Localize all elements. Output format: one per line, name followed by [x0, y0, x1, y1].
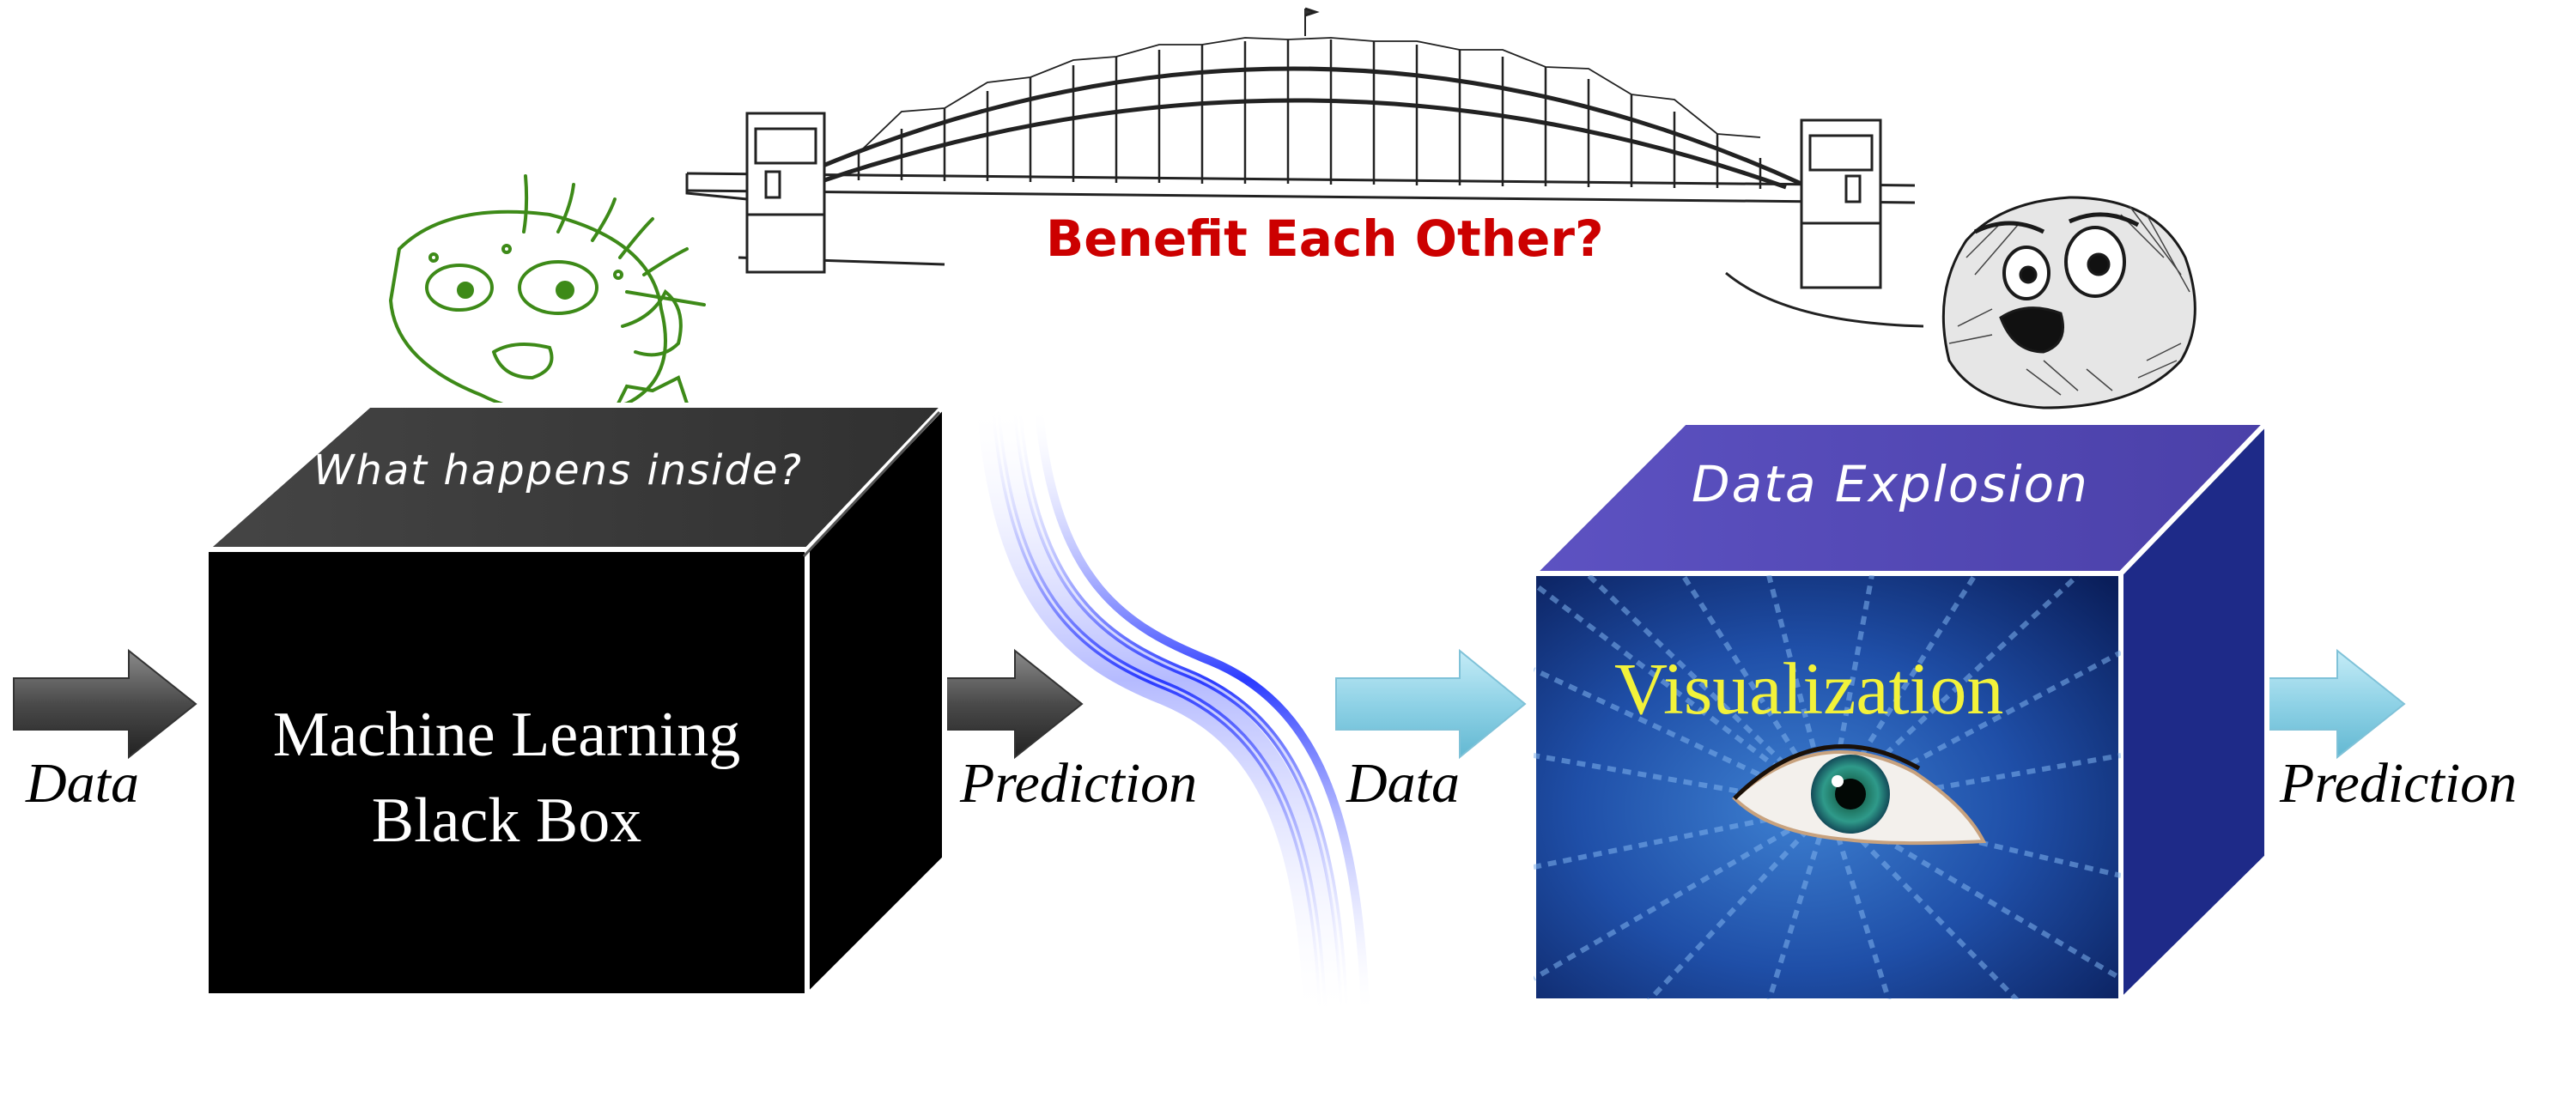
bridge-illustration: [685, 7, 1924, 328]
ml-cube-title-line2: Black Box: [371, 785, 642, 856]
data-input-arrow-right: [1335, 648, 1527, 760]
wave-divider: [977, 393, 1370, 1028]
scared-rage-face: [1941, 196, 2196, 409]
left-prediction-label: Prediction: [960, 752, 1198, 815]
ml-black-box-cube: [199, 398, 951, 1003]
confused-doodle-face: [388, 174, 706, 416]
right-data-label: Data: [1346, 752, 1460, 815]
visualization-cube: [1527, 415, 2274, 1008]
ml-cube-front: [204, 547, 810, 998]
visualization-title: Visualization: [1614, 647, 2004, 730]
bridge-question-title: Benefit Each Other?: [1046, 209, 1604, 268]
left-data-label: Data: [26, 752, 139, 815]
data-input-arrow-left: [13, 648, 197, 760]
eye-graphic: [1732, 743, 1987, 846]
right-prediction-label: Prediction: [2280, 752, 2518, 815]
ml-cube-title-line1: Machine Learning: [272, 700, 741, 770]
ml-cube-top-label: What happens inside?: [313, 446, 803, 494]
viz-cube-top-label: Data Explosion: [1692, 455, 2089, 513]
